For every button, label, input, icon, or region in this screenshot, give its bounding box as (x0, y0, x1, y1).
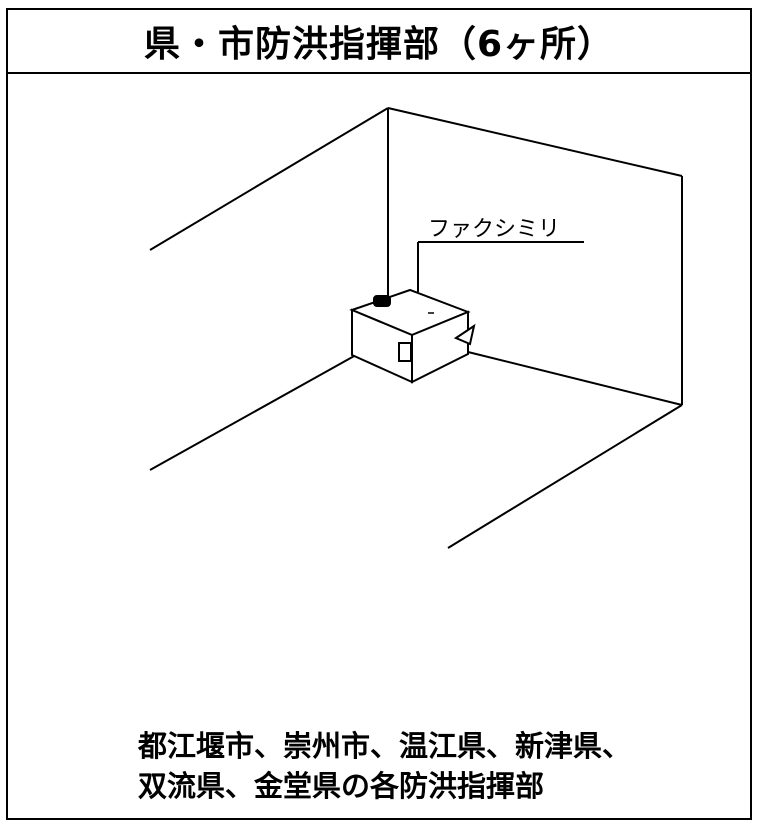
callout-label: ファクシミリ (428, 217, 560, 242)
fax-side-face (411, 310, 469, 384)
fax-machine-icon (349, 288, 476, 384)
floor-right-edge (447, 404, 683, 549)
floor-back-edge (467, 351, 683, 406)
caption-line-2: 双流県、金堂県の各防洪指揮部 (138, 769, 545, 803)
header-bar: 県・市防洪指揮部（6ヶ所） (8, 10, 750, 74)
back-wall-top-edge (387, 107, 683, 177)
diagram-frame: 県・市防洪指揮部（6ヶ所） (6, 8, 752, 820)
fax-paper-tray (453, 323, 476, 346)
caption: 都江堰市、崇州市、温江県、新津県、 双流県、金堂県の各防洪指揮部 (138, 726, 631, 806)
page-title: 県・市防洪指揮部（6ヶ所） (143, 24, 615, 65)
room-lines (149, 107, 683, 549)
floor-left-edge (149, 354, 357, 471)
callout-leader (417, 241, 584, 292)
caption-line-1: 都江堰市、崇州市、温江県、新津県、 (138, 729, 632, 763)
left-wall-top-edge (149, 107, 389, 251)
fax-front-slot (398, 342, 412, 362)
fax-control-panel (373, 295, 391, 307)
